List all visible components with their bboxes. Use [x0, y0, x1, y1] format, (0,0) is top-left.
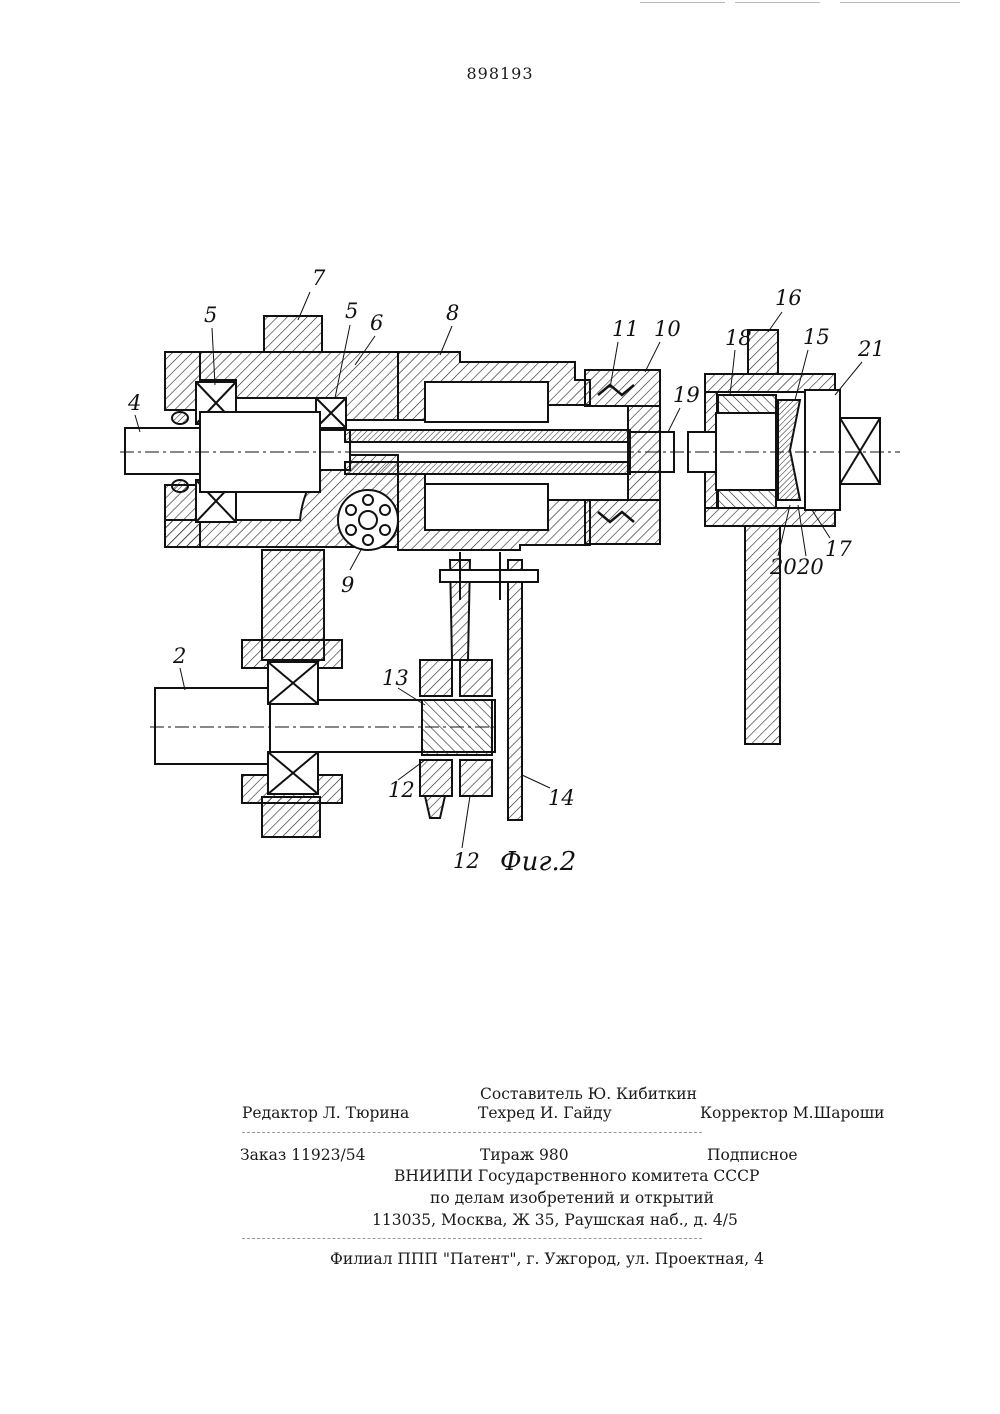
- imprint-techred: Техред И. Гайду: [478, 1104, 612, 1122]
- label-5b: 5: [345, 299, 358, 323]
- coil-top: [425, 382, 548, 422]
- label-11: 11: [612, 317, 639, 341]
- label-13: 13: [382, 666, 409, 690]
- figure-caption: Фиг.2: [500, 847, 576, 877]
- label-5a: 5: [204, 303, 217, 327]
- chain-14: [508, 560, 522, 820]
- label-19: 19: [673, 383, 700, 407]
- ball-bearing-9: [338, 490, 398, 550]
- label-2: 2: [172, 644, 186, 668]
- label-4: 4: [127, 391, 141, 415]
- imprint-subscription: Подписное: [707, 1146, 798, 1164]
- imprint-org-address: 113035, Москва, Ж 35, Раушская наб., д. …: [372, 1211, 738, 1229]
- label-8: 8: [446, 301, 459, 325]
- label-15: 15: [803, 325, 830, 349]
- label-9: 9: [341, 573, 354, 597]
- label-16: 16: [775, 286, 802, 310]
- label-6: 6: [370, 311, 383, 335]
- label-20a: 20: [769, 555, 797, 579]
- imprint-corrector: Корректор М.Шароши: [700, 1104, 885, 1122]
- spring-20: [778, 400, 800, 500]
- label-12b: 12: [453, 849, 480, 873]
- imprint-circulation: Тираж 980: [480, 1146, 569, 1164]
- imprint-org-line2: по делам изобретений и открытий: [430, 1189, 714, 1207]
- lever-16-top: [748, 330, 778, 374]
- coil-bottom: [425, 484, 548, 530]
- label-10: 10: [654, 317, 681, 341]
- imprint-order: Заказ 11923/54: [240, 1146, 365, 1164]
- shaft-4: [125, 428, 200, 474]
- spindle-bottom: [345, 462, 630, 474]
- assembly-lines: [125, 316, 880, 837]
- part-21: [805, 390, 840, 510]
- gear-7-top: [264, 316, 322, 352]
- imprint-editor: Редактор Л. Тюрина: [242, 1104, 409, 1122]
- imprint-rule-2: [242, 1238, 702, 1239]
- label-7: 7: [312, 266, 326, 290]
- label-18: 18: [725, 326, 752, 350]
- imprint-org-line1: ВНИИПИ Государственного комитета СССР: [394, 1167, 759, 1185]
- imprint-compiler: Составитель Ю. Кибиткин: [480, 1085, 697, 1103]
- label-14: 14: [548, 786, 575, 810]
- shaft-2: [155, 688, 270, 764]
- housing-left-top: [165, 352, 200, 410]
- label-20b: 20: [796, 555, 824, 579]
- nut-10-bottom: [585, 500, 660, 544]
- imprint-rule-1: [242, 1132, 702, 1133]
- spindle-top: [345, 430, 630, 442]
- label-12a: 12: [388, 778, 415, 802]
- label-21: 21: [857, 337, 885, 361]
- label-17: 17: [825, 537, 852, 561]
- sprocket-12-top: [420, 660, 452, 696]
- imprint-branch: Филиал ППП "Патент", г. Ужгород, ул. Про…: [330, 1250, 764, 1268]
- sprocket-12-bottom: [420, 760, 452, 796]
- nut-10-top: [585, 370, 660, 406]
